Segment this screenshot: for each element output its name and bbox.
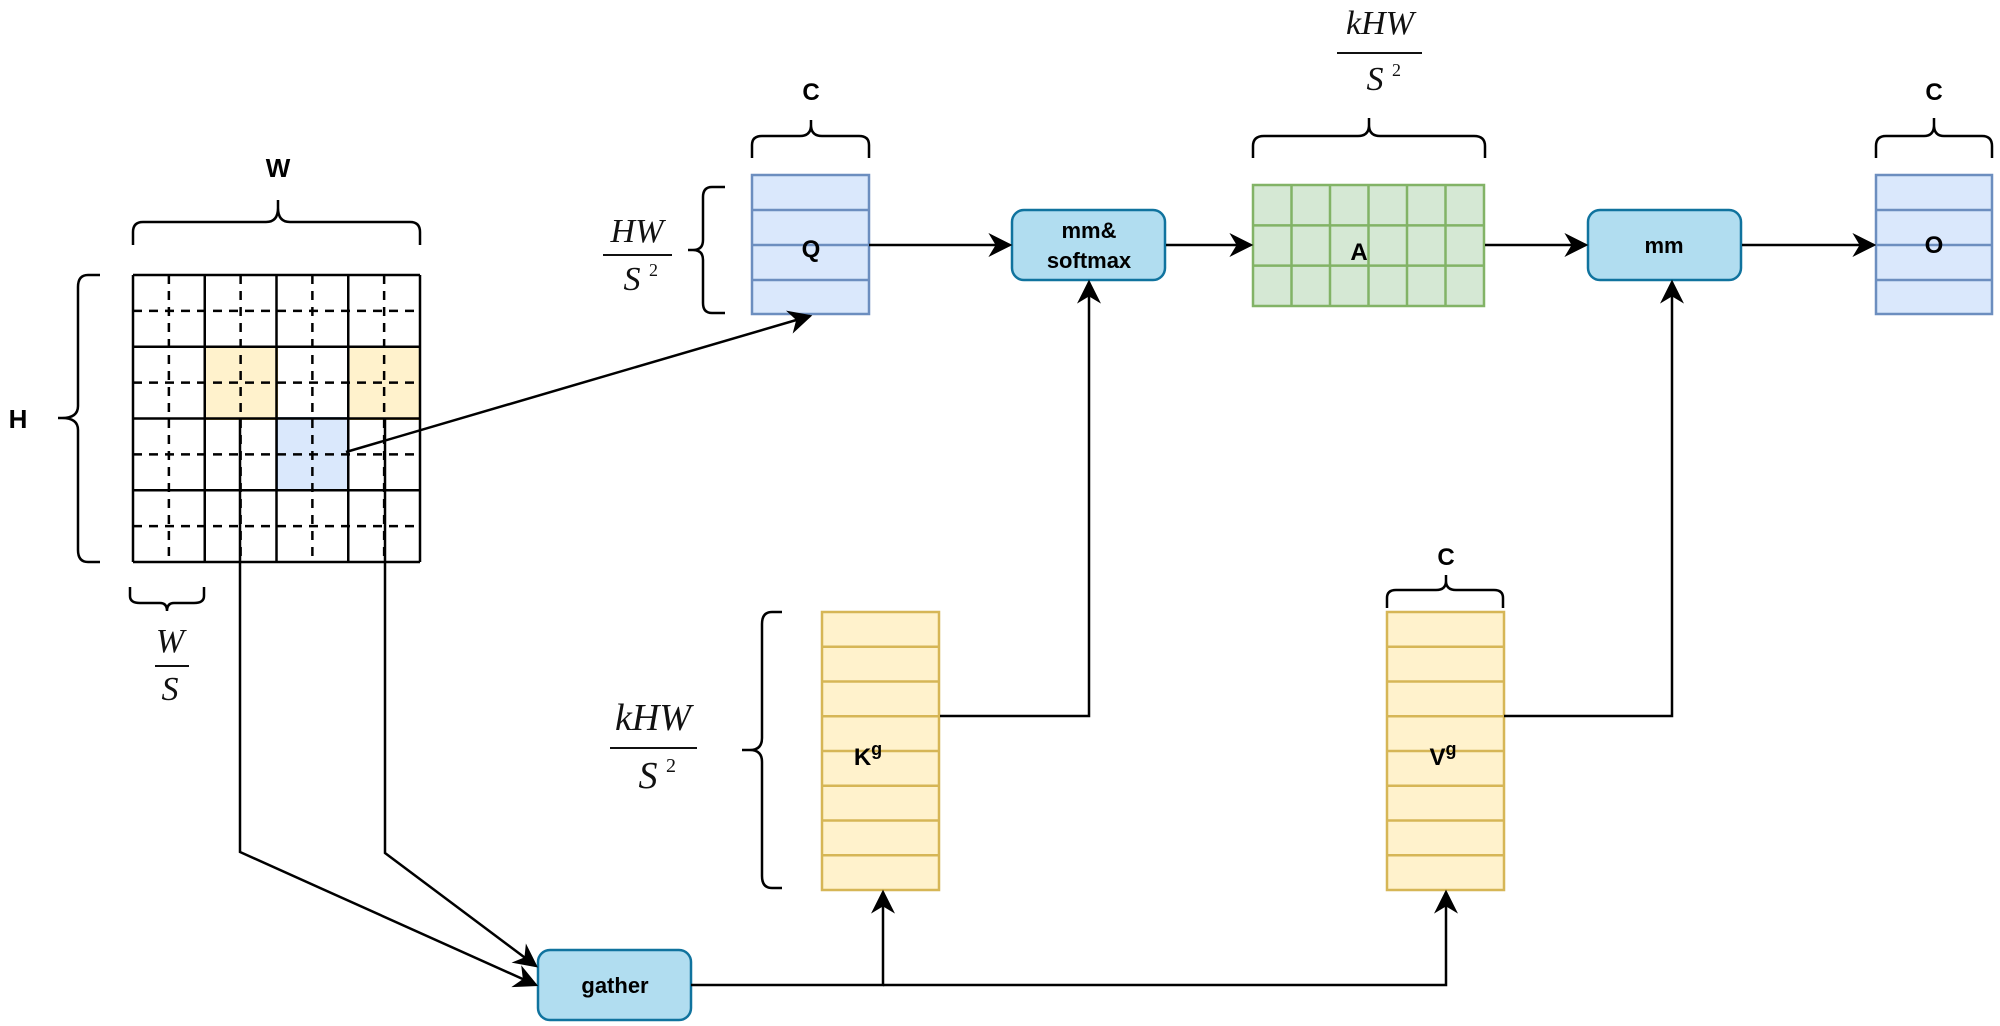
gather-label: gather: [581, 973, 649, 998]
height-brace: [58, 273, 100, 564]
edge-v-to-mm: [1504, 279, 1684, 718]
o-label: O: [1925, 232, 1944, 259]
q-height-num: HW: [610, 213, 667, 250]
mm-softmax-line2: softmax: [1047, 248, 1132, 273]
mm-op[interactable]: mm: [1586, 208, 1743, 282]
edge-region1-to-gather: [238, 418, 539, 988]
v-width-label: C: [1437, 544, 1454, 571]
a-width-exp: 2: [1392, 60, 1401, 80]
k-label: Kg: [854, 739, 882, 771]
tensor-v: Vg: [1385, 610, 1506, 892]
tensor-k: Kg: [820, 610, 941, 892]
v-width-brace: [1385, 575, 1505, 608]
region-label-num: W: [156, 623, 187, 660]
v-label: Vg: [1429, 739, 1456, 771]
q-height-den: S: [624, 261, 641, 298]
a-width-num: kHW: [1346, 5, 1417, 42]
edges: [238, 233, 1877, 988]
region-label-den: S: [162, 671, 179, 708]
q-height-exp: 2: [649, 260, 658, 280]
k-height-brace: [742, 610, 782, 890]
q-height-brace: [688, 185, 725, 315]
o-width-label: C: [1925, 79, 1942, 106]
mm-softmax-op[interactable]: mm& softmax: [1010, 208, 1167, 282]
height-label: H: [9, 404, 28, 434]
feature-map: [131, 273, 422, 564]
edge-k-to-mmsoftmax: [940, 279, 1101, 718]
mm-softmax-line1: mm&: [1061, 218, 1116, 243]
q-label: Q: [802, 236, 821, 263]
tensor-q: Q: [750, 173, 871, 316]
width-label: W: [266, 153, 291, 183]
edge-region2-to-gather: [383, 418, 538, 968]
k-height-den: S: [639, 755, 658, 797]
tensor-a: A: [1251, 183, 1486, 308]
edge-gather-to-v: [883, 889, 1458, 987]
gather-op[interactable]: gather: [536, 948, 693, 1022]
a-width-brace: [1251, 118, 1487, 158]
q-width-label: C: [802, 79, 819, 106]
o-width-brace: [1874, 118, 1994, 158]
a-label: A: [1350, 239, 1367, 266]
feature-map-grid: [131, 273, 422, 564]
k-height-exp: 2: [666, 755, 676, 777]
edge-gather-to-k: [691, 889, 895, 987]
tensor-o: O: [1874, 173, 1994, 316]
k-height-num: kHW: [615, 697, 694, 739]
q-width-brace: [750, 120, 871, 158]
a-width-den: S: [1367, 61, 1384, 98]
mm-label: mm: [1644, 233, 1683, 258]
width-brace: [131, 200, 422, 245]
edge-query-to-q: [345, 310, 813, 454]
region-brace: [128, 587, 206, 612]
